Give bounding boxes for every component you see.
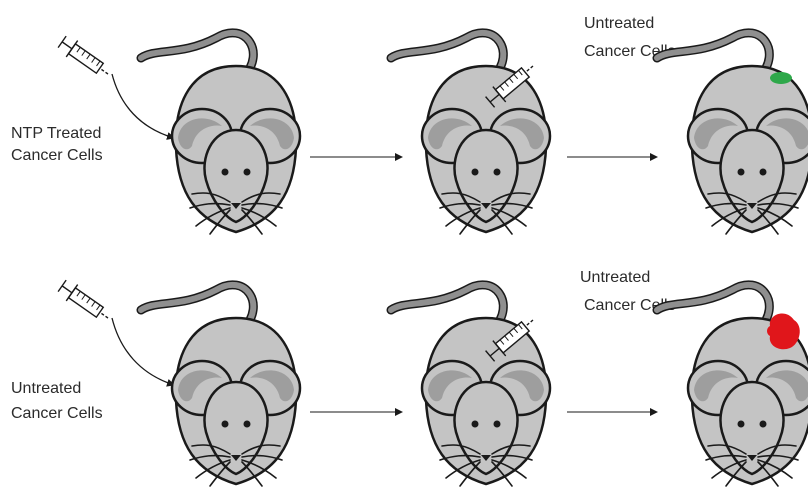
row-1: NTP Treated Cancer Cells Untreated Cance…	[11, 15, 808, 234]
mouse-icon	[657, 33, 808, 234]
syringe-icon	[56, 34, 113, 83]
second-label-line1: Untreated	[584, 15, 654, 32]
mouse-icon	[391, 285, 550, 486]
tumor-icon	[770, 72, 792, 84]
tumor-icon	[767, 313, 800, 349]
mouse-icon	[391, 33, 550, 234]
start-label-line2: Cancer Cells	[11, 147, 103, 164]
injection-arrow	[112, 74, 174, 138]
mouse-icon	[141, 285, 300, 486]
start-label-line1: Untreated	[11, 380, 81, 397]
mouse-icon	[141, 33, 300, 234]
start-label-line1: NTP Treated	[11, 125, 101, 142]
row-2: Untreated Cancer Cells Untreated Cancer …	[11, 269, 808, 486]
syringe-icon	[56, 278, 113, 327]
start-label-line2: Cancer Cells	[11, 405, 103, 422]
second-label-line1: Untreated	[580, 269, 650, 286]
injection-arrow	[112, 318, 174, 385]
